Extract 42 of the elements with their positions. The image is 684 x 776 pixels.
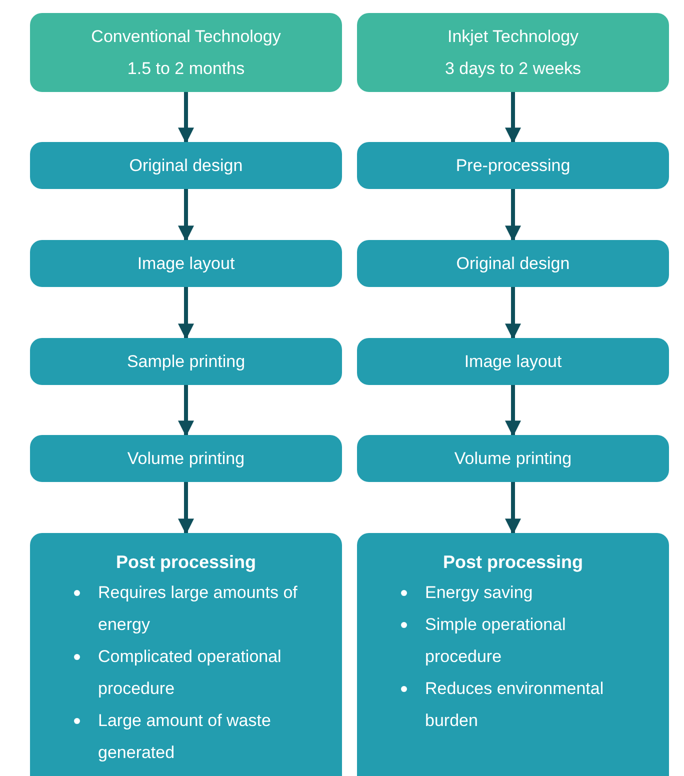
arrow xyxy=(178,385,194,437)
box-label: Pre-processing xyxy=(456,154,570,176)
box-heading: Post processing xyxy=(442,551,584,574)
box-label: Volume printing xyxy=(454,448,572,470)
duration-label: 1.5 to 2 months xyxy=(127,58,245,80)
process-box xyxy=(357,240,669,287)
box-label: Sample printing xyxy=(126,350,246,372)
box-label: Inkjet Technology xyxy=(447,26,579,48)
bullet-item: Reduces environmental burden xyxy=(425,678,605,732)
box-label: Image layout xyxy=(137,252,235,274)
process-box xyxy=(30,142,342,189)
box-label: Image layout xyxy=(464,350,562,372)
bullet-item: Large amount of waste generated xyxy=(98,710,272,764)
box-label: Conventional Technology xyxy=(91,26,281,48)
summary-box xyxy=(30,533,342,776)
bullet-item: Energy saving xyxy=(425,582,533,604)
box-heading: Post processing xyxy=(114,551,258,574)
arrow xyxy=(178,92,194,144)
duration-label: 3 days to 2 weeks xyxy=(444,58,582,80)
bullet-item: Simple operational procedure xyxy=(425,614,567,668)
arrow xyxy=(178,482,194,535)
header-box xyxy=(30,13,342,92)
process-box xyxy=(30,338,342,385)
process-box xyxy=(357,338,669,385)
bullet-item: Complicated operational procedure xyxy=(98,646,282,700)
process-box xyxy=(357,142,669,189)
box-label: Original design xyxy=(456,252,570,274)
header-box xyxy=(357,13,669,92)
process-box xyxy=(357,435,669,482)
summary-box xyxy=(357,533,669,776)
arrow xyxy=(505,385,521,437)
arrow xyxy=(505,287,521,340)
box-label: Original design xyxy=(129,154,243,176)
box-label: Volume printing xyxy=(127,448,245,470)
process-box xyxy=(30,435,342,482)
arrow xyxy=(505,189,521,242)
arrow xyxy=(505,482,521,535)
arrow xyxy=(505,92,521,144)
arrow xyxy=(178,189,194,242)
arrow xyxy=(178,287,194,340)
process-box xyxy=(30,240,342,287)
bullet-item: Requires large amounts of energy xyxy=(98,582,298,636)
